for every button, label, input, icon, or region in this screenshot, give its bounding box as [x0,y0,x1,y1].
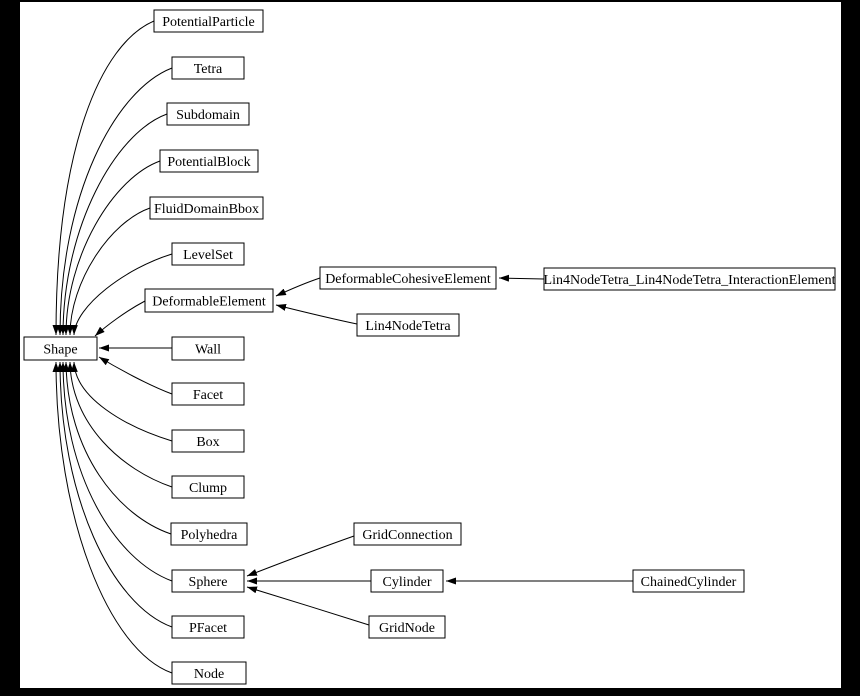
inheritance-edges [52,20,633,674]
class-node-box [171,569,245,593]
inherits-arrow-deformablecohesiveelement-to-deformableelement [275,277,321,297]
class-node-box [171,661,247,685]
class-node-label: ChainedCylinder [641,575,737,590]
class-node-box [159,149,259,173]
class-node-cylinder[interactable]: Cylinder [370,569,444,593]
class-node-label: DeformableElement [152,295,266,310]
inherits-arrow-potentialparticle-to-shape [52,20,155,336]
inherits-arrow-clump-to-shape [66,361,173,488]
class-node-label: Sphere [189,575,228,590]
class-node-levelset[interactable]: LevelSet [171,242,245,266]
class-node-box[interactable]: Box [171,429,245,453]
class-node-box [368,615,446,639]
class-node-clump[interactable]: Clump [171,475,245,499]
class-node-potentialblock[interactable]: PotentialBlock [159,149,259,173]
class-node-box [23,336,98,361]
class-node-label: Box [196,435,219,450]
inherits-arrow-gridconnection-to-sphere [246,535,355,577]
class-node-lin4nodetetra[interactable]: Lin4NodeTetra [356,313,460,337]
class-node-box [370,569,444,593]
class-node-label: GridConnection [362,528,452,543]
class-node-sphere[interactable]: Sphere [171,569,245,593]
class-node-wall[interactable]: Wall [171,336,245,361]
class-node-box [170,522,248,546]
class-node-label: FluidDomainBbox [154,202,259,217]
class-node-label: PotentialParticle [162,15,255,30]
class-node-label: LevelSet [183,248,233,263]
class-node-label: Polyhedra [181,528,239,543]
inherits-arrow-tetra-to-shape [56,67,173,336]
class-node-lin4nodetetra-lin4nodetetra-interactionelement[interactable]: Lin4NodeTetra_Lin4NodeTetra_InteractionE… [543,267,836,291]
class-node-box [171,475,245,499]
class-node-tetra[interactable]: Tetra [171,56,245,80]
inherits-arrow-lin4nodetetra-lin4nodetetra-interactionelement-to-deformablecohesiveelement [498,274,545,282]
class-node-facet[interactable]: Facet [171,382,245,406]
class-nodes: Shape PotentialParticleTetraSubdomainPote… [23,9,836,685]
inherits-arrow-levelset-to-shape [70,253,173,336]
class-node-label: Shape [43,343,77,358]
inherits-arrow-pfacet-to-shape [56,361,173,628]
inherits-arrow-node-to-shape [52,361,173,674]
class-node-label: PotentialBlock [167,155,250,170]
class-node-label: Clump [189,481,227,496]
class-node-label: GridNode [379,621,435,636]
class-node-deformablecohesiveelement[interactable]: DeformableCohesiveElement [319,266,497,290]
class-node-label: Tetra [194,62,223,77]
class-node-label: DeformableCohesiveElement [325,272,491,287]
inherits-arrow-potentialblock-to-shape [62,160,161,336]
class-node-gridnode[interactable]: GridNode [368,615,446,639]
class-node-label: Cylinder [383,575,432,590]
class-node-box [171,336,245,361]
class-node-box [153,9,264,33]
class-node-node[interactable]: Node [171,661,247,685]
inherits-arrow-facet-to-shape [98,356,173,395]
inherits-arrow-polyhedra-to-shape [62,361,172,535]
class-node-box [171,429,245,453]
inherits-arrow-fluiddomainbbox-to-shape [66,207,151,336]
class-node-box [166,102,250,126]
inherits-arrow-gridnode-to-sphere [246,586,370,626]
class-node-fluiddomainbbox[interactable]: FluidDomainBbox [149,196,264,220]
class-node-box [356,313,460,337]
class-node-deformableelement[interactable]: DeformableElement [144,288,274,313]
class-node-label: Lin4NodeTetra_Lin4NodeTetra_InteractionE… [544,273,836,288]
class-node-label: Facet [193,388,223,403]
class-node-box [171,382,245,406]
class-node-polyhedra[interactable]: Polyhedra [170,522,248,546]
inherits-arrow-box-to-shape [70,361,173,442]
class-node-label: Node [194,667,224,682]
class-node-subdomain[interactable]: Subdomain [166,102,250,126]
inherits-arrow-deformableelement-to-shape [94,300,146,337]
class-node-label: Subdomain [176,108,240,123]
class-node-label: Lin4NodeTetra [365,319,451,334]
class-node-label: PFacet [189,621,227,636]
class-node-box [149,196,264,220]
class-node-chainedcylinder[interactable]: ChainedCylinder [632,569,745,593]
class-node-label: Wall [195,343,221,358]
class-node-box [632,569,745,593]
class-node-box [144,288,274,313]
inherits-arrow-sphere-to-shape [59,361,173,582]
class-node-box [543,267,836,291]
class-node-gridconnection[interactable]: GridConnection [353,522,462,546]
class-node-box [171,56,245,80]
class-node-shape[interactable]: Shape [23,336,98,361]
inherits-arrow-lin4nodetetra-to-deformableelement [275,304,358,325]
class-node-box [319,266,497,290]
class-node-pfacet[interactable]: PFacet [171,615,245,639]
class-node-box [171,242,245,266]
inherits-arrow-subdomain-to-shape [59,113,168,336]
class-node-box [171,615,245,639]
class-node-box [353,522,462,546]
class-node-potentialparticle[interactable]: PotentialParticle [153,9,264,33]
